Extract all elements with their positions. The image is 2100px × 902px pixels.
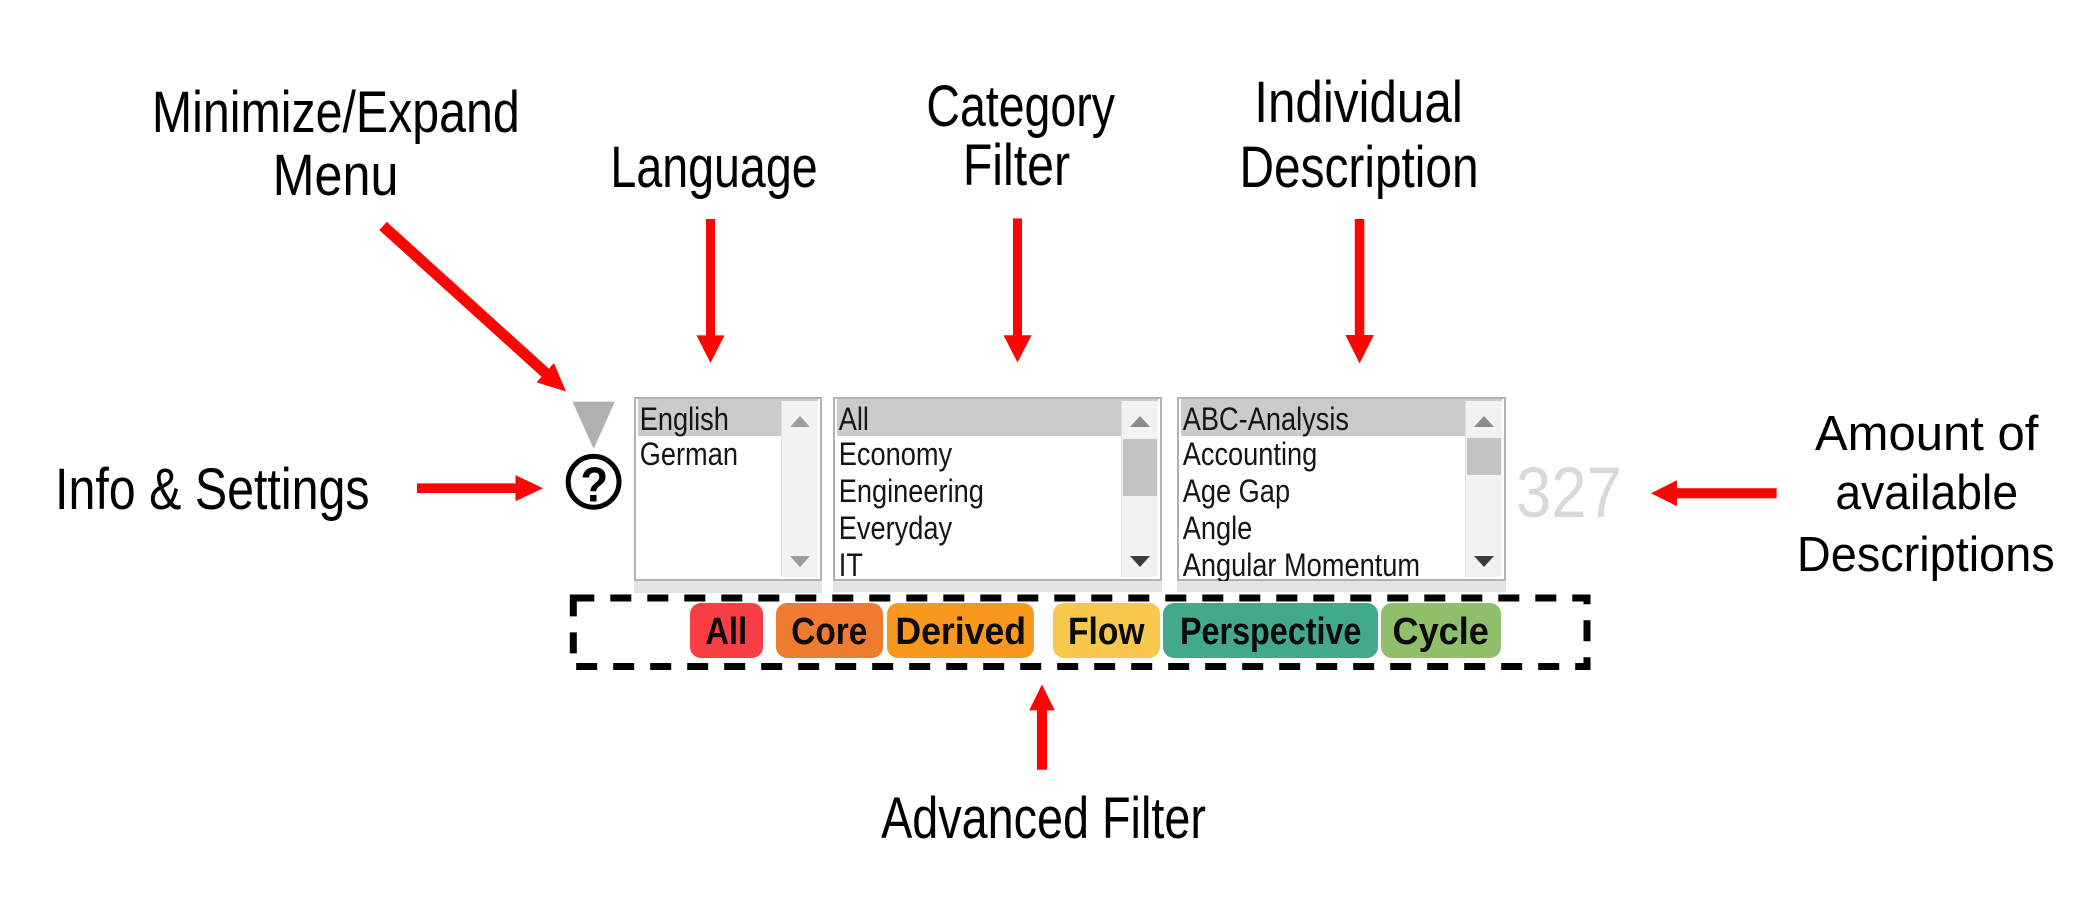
svg-text:?: ? [580,458,608,513]
